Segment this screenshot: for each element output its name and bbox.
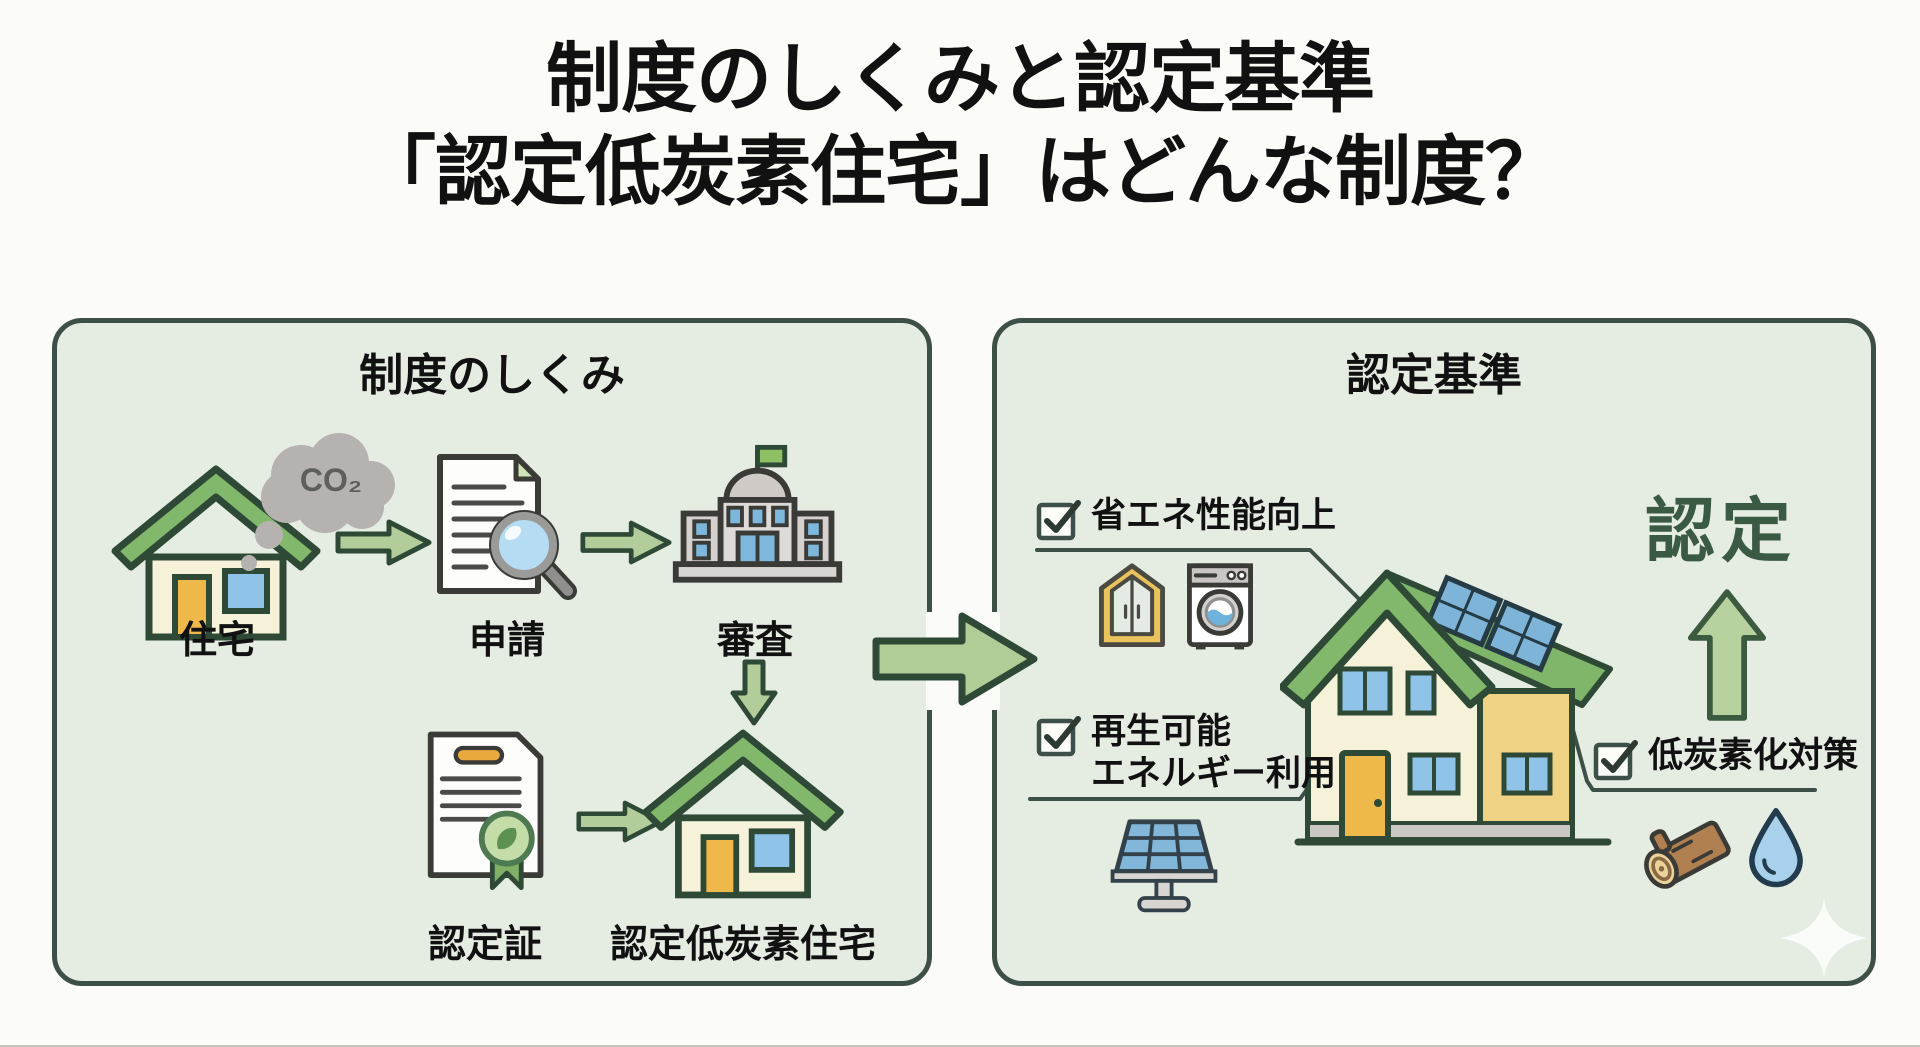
checkbox-icon bbox=[1593, 740, 1638, 781]
application-document-icon bbox=[437, 454, 577, 600]
approval-label: 認定 bbox=[1645, 492, 1797, 570]
checkbox-icon bbox=[1036, 500, 1081, 541]
solar-panel-icon bbox=[1110, 819, 1218, 913]
co2-cloud-icon: CO₂ bbox=[241, 433, 395, 571]
insulated-window-icon bbox=[1099, 563, 1165, 648]
criteria-panel-title: 認定基準 bbox=[1346, 351, 1522, 400]
certified-house-label: 認定低炭素住宅 bbox=[609, 924, 877, 966]
sparkle-watermark bbox=[1781, 899, 1867, 977]
criterion-energy: 省エネ性能向上 bbox=[1035, 495, 1336, 541]
criterion-renewable: 再生可能 エネルギー利用 bbox=[1035, 711, 1336, 795]
panel-connector-arrow-icon bbox=[872, 612, 1038, 706]
checkbox-icon bbox=[1036, 716, 1081, 757]
approval-arrow-up-icon bbox=[1687, 589, 1767, 721]
page-title: 制度のしくみと認定基準 「認定低炭素住宅」はどんな制度？ bbox=[0, 34, 1920, 219]
eco-house-illustration bbox=[1280, 569, 1613, 846]
certificate-label: 認定証 bbox=[427, 924, 543, 966]
solar-roof-panels bbox=[1424, 574, 1563, 673]
scheme-panel-title: 制度のしくみ bbox=[359, 351, 625, 400]
flow-arrow-right-icon bbox=[335, 519, 432, 566]
house-icon bbox=[111, 465, 321, 641]
water-droplet-icon bbox=[1749, 808, 1803, 888]
criterion-renewable-label-1: 再生可能 bbox=[1091, 712, 1232, 751]
flow-arrow-right-icon bbox=[576, 800, 664, 843]
scheme-panel: 制度のしくみ CO₂ 住宅 bbox=[52, 318, 932, 986]
house-label: 住宅 bbox=[178, 620, 256, 662]
government-building-icon bbox=[672, 444, 843, 583]
co2-text: CO₂ bbox=[300, 462, 362, 498]
certified-house-icon bbox=[642, 729, 844, 899]
washing-machine-icon bbox=[1187, 563, 1253, 650]
title-line-2: 「認定低炭素住宅」はどんな制度？ bbox=[360, 129, 1561, 215]
wood-log-icon bbox=[1644, 820, 1731, 889]
certificate-icon bbox=[427, 731, 544, 891]
criteria-panel: 認定基準 bbox=[992, 318, 1876, 986]
flow-arrow-down-icon bbox=[730, 659, 778, 726]
bottom-edge-line bbox=[0, 1045, 1920, 1047]
flow-arrow-right-icon bbox=[580, 520, 672, 565]
title-line-1: 制度のしくみと認定基準 bbox=[545, 37, 1375, 122]
application-label: 申請 bbox=[468, 620, 546, 662]
review-label: 審査 bbox=[716, 620, 794, 662]
criterion-renewable-label-2: エネルギー利用 bbox=[1091, 754, 1337, 793]
criterion-low-carbon-label: 低炭素化対策 bbox=[1648, 736, 1859, 775]
criterion-low-carbon: 低炭素化対策 bbox=[1592, 735, 1858, 781]
criterion-energy-label: 省エネ性能向上 bbox=[1091, 496, 1337, 535]
